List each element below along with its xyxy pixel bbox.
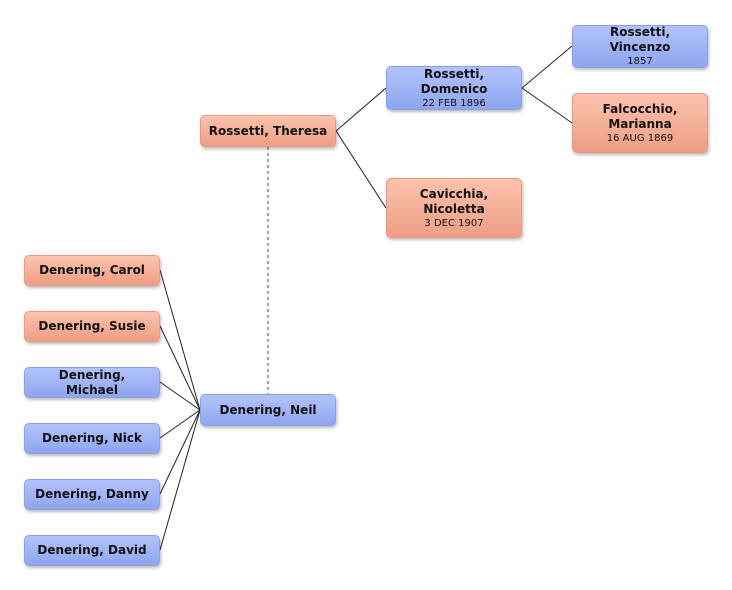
person-name: Rossetti, Theresa	[208, 123, 328, 138]
person-card-domenico-rossetti[interactable]: Rossetti, Domenico 22 FEB 1896	[386, 66, 522, 110]
person-card-david-denering[interactable]: Denering, David	[24, 535, 160, 566]
person-name: Denering, David	[37, 543, 147, 557]
person-name: Rossetti, Vincenzo	[609, 25, 671, 54]
line-theresa-domenico	[335, 87, 387, 132]
person-card-marianna-falcocchio[interactable]: Falcocchio, Marianna 16 AUG 1869	[572, 93, 708, 153]
person-card-nick-denering[interactable]: Denering, Nick	[24, 423, 160, 454]
line-neil-susie	[159, 325, 201, 411]
line-neil-michael	[159, 381, 201, 411]
person-name: Denering, Neil	[219, 402, 317, 417]
person-date: 16 AUG 1869	[606, 132, 674, 144]
person-name: Cavicchia, Nicoletta	[419, 186, 489, 216]
person-card-susie-denering[interactable]: Denering, Susie	[24, 311, 160, 342]
person-name: Denering, Susie	[38, 319, 146, 333]
person-card-michael-denering[interactable]: Denering, Michael	[24, 367, 160, 398]
person-card-theresa-rossetti[interactable]: Rossetti, Theresa	[200, 115, 336, 147]
line-neil-nick	[159, 409, 201, 439]
person-name: Falcocchio, Marianna	[602, 101, 678, 131]
person-name: Denering, Michael	[58, 367, 126, 397]
line-theresa-nicoletta	[335, 130, 387, 209]
line-domenico-vincenzo	[521, 45, 573, 89]
person-name: Rossetti, Domenico	[420, 66, 488, 96]
person-card-vincenzo-rossetti[interactable]: Rossetti, Vincenzo 1857	[572, 25, 708, 68]
person-card-danny-denering[interactable]: Denering, Danny	[24, 479, 160, 510]
person-date: 3 DEC 1907	[424, 217, 484, 229]
person-card-neil-denering[interactable]: Denering, Neil	[200, 394, 336, 426]
person-date: 1857	[627, 56, 653, 67]
person-card-carol-denering[interactable]: Denering, Carol	[24, 255, 160, 286]
line-neil-carol	[159, 269, 201, 411]
line-domenico-marianna	[521, 87, 573, 124]
line-neil-danny	[159, 409, 201, 495]
person-date: 22 FEB 1896	[422, 97, 486, 109]
line-neil-david	[159, 409, 201, 551]
person-name: Denering, Nick	[42, 431, 142, 445]
person-card-nicoletta-cavicchia[interactable]: Cavicchia, Nicoletta 3 DEC 1907	[386, 178, 522, 238]
person-name: Denering, Carol	[39, 263, 145, 277]
person-name: Denering, Danny	[35, 487, 149, 501]
